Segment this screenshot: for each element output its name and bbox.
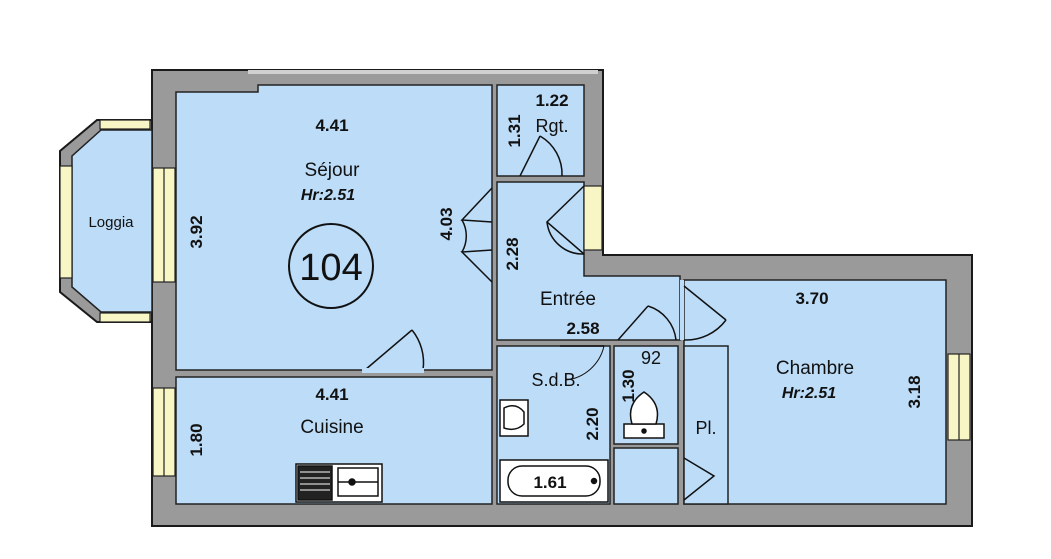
- bathtub: [499, 459, 609, 503]
- cuisine-name: Cuisine: [300, 417, 363, 438]
- rgt-name: Rgt.: [535, 116, 568, 136]
- windows: [59, 70, 971, 477]
- sdb-depth: 2.20: [583, 407, 602, 440]
- wc-width: 92: [641, 348, 661, 368]
- sejour-width: 4.41: [315, 116, 348, 135]
- door-placard: [683, 457, 716, 501]
- door-sejour-entree: [460, 187, 493, 283]
- room-loggia: [71, 129, 153, 313]
- loggia-name: Loggia: [88, 214, 134, 231]
- door-entree-front: [545, 185, 585, 255]
- window-entree: [583, 185, 603, 251]
- sejour-depth: 3.92: [187, 215, 206, 248]
- room-placard: [683, 345, 729, 505]
- entree-left-dim: 4.03: [437, 207, 456, 240]
- toilet: [623, 391, 665, 439]
- room-entree: [496, 181, 681, 341]
- washbasin: [499, 399, 529, 437]
- room-sejour: [175, 84, 493, 371]
- entree-width: 2.58: [566, 319, 599, 338]
- apartment-number-badge: 104: [288, 223, 374, 309]
- window-loggia-left: [59, 165, 73, 279]
- cuisine-width: 4.41: [315, 385, 348, 404]
- wc-depth: 1.30: [619, 369, 638, 402]
- sejour-name: Séjour: [305, 160, 361, 181]
- window-loggia-top: [99, 119, 151, 130]
- labels: 4.41 Séjour Hr:2.51 3.92 Loggia 1.22 Rgt…: [88, 91, 924, 492]
- rgt-width: 1.22: [535, 91, 568, 110]
- placard-name: Pl.: [695, 418, 716, 438]
- entree-name: Entrée: [540, 289, 596, 310]
- chambre-width: 3.70: [795, 289, 828, 308]
- room-wc-lower: [613, 447, 679, 505]
- door-chambre: [683, 285, 727, 341]
- door-wc: [617, 305, 677, 341]
- rgt-depth: 1.31: [505, 114, 524, 147]
- apartment-number: 104: [299, 247, 362, 289]
- room-rgt: [496, 84, 585, 177]
- door-rgt: [519, 135, 563, 177]
- chambre-name: Chambre: [776, 358, 854, 379]
- sejour-height: Hr:2.51: [301, 187, 355, 204]
- bathtub-length: 1.61: [533, 473, 566, 492]
- door-sejour-cuisine: [362, 329, 425, 373]
- window-loggia-bottom: [99, 312, 151, 323]
- kitchen-sink: [295, 463, 383, 503]
- chambre-depth: 3.18: [905, 375, 924, 408]
- sdb-name: S.d.B.: [531, 370, 580, 390]
- chambre-height: Hr:2.51: [782, 385, 836, 402]
- entree-depth: 2.28: [503, 237, 522, 270]
- fixtures: [295, 391, 665, 503]
- window-top-strip: [248, 70, 598, 74]
- doors: [362, 135, 727, 501]
- door-sdb: [560, 345, 605, 381]
- cuisine-depth: 1.80: [187, 423, 206, 456]
